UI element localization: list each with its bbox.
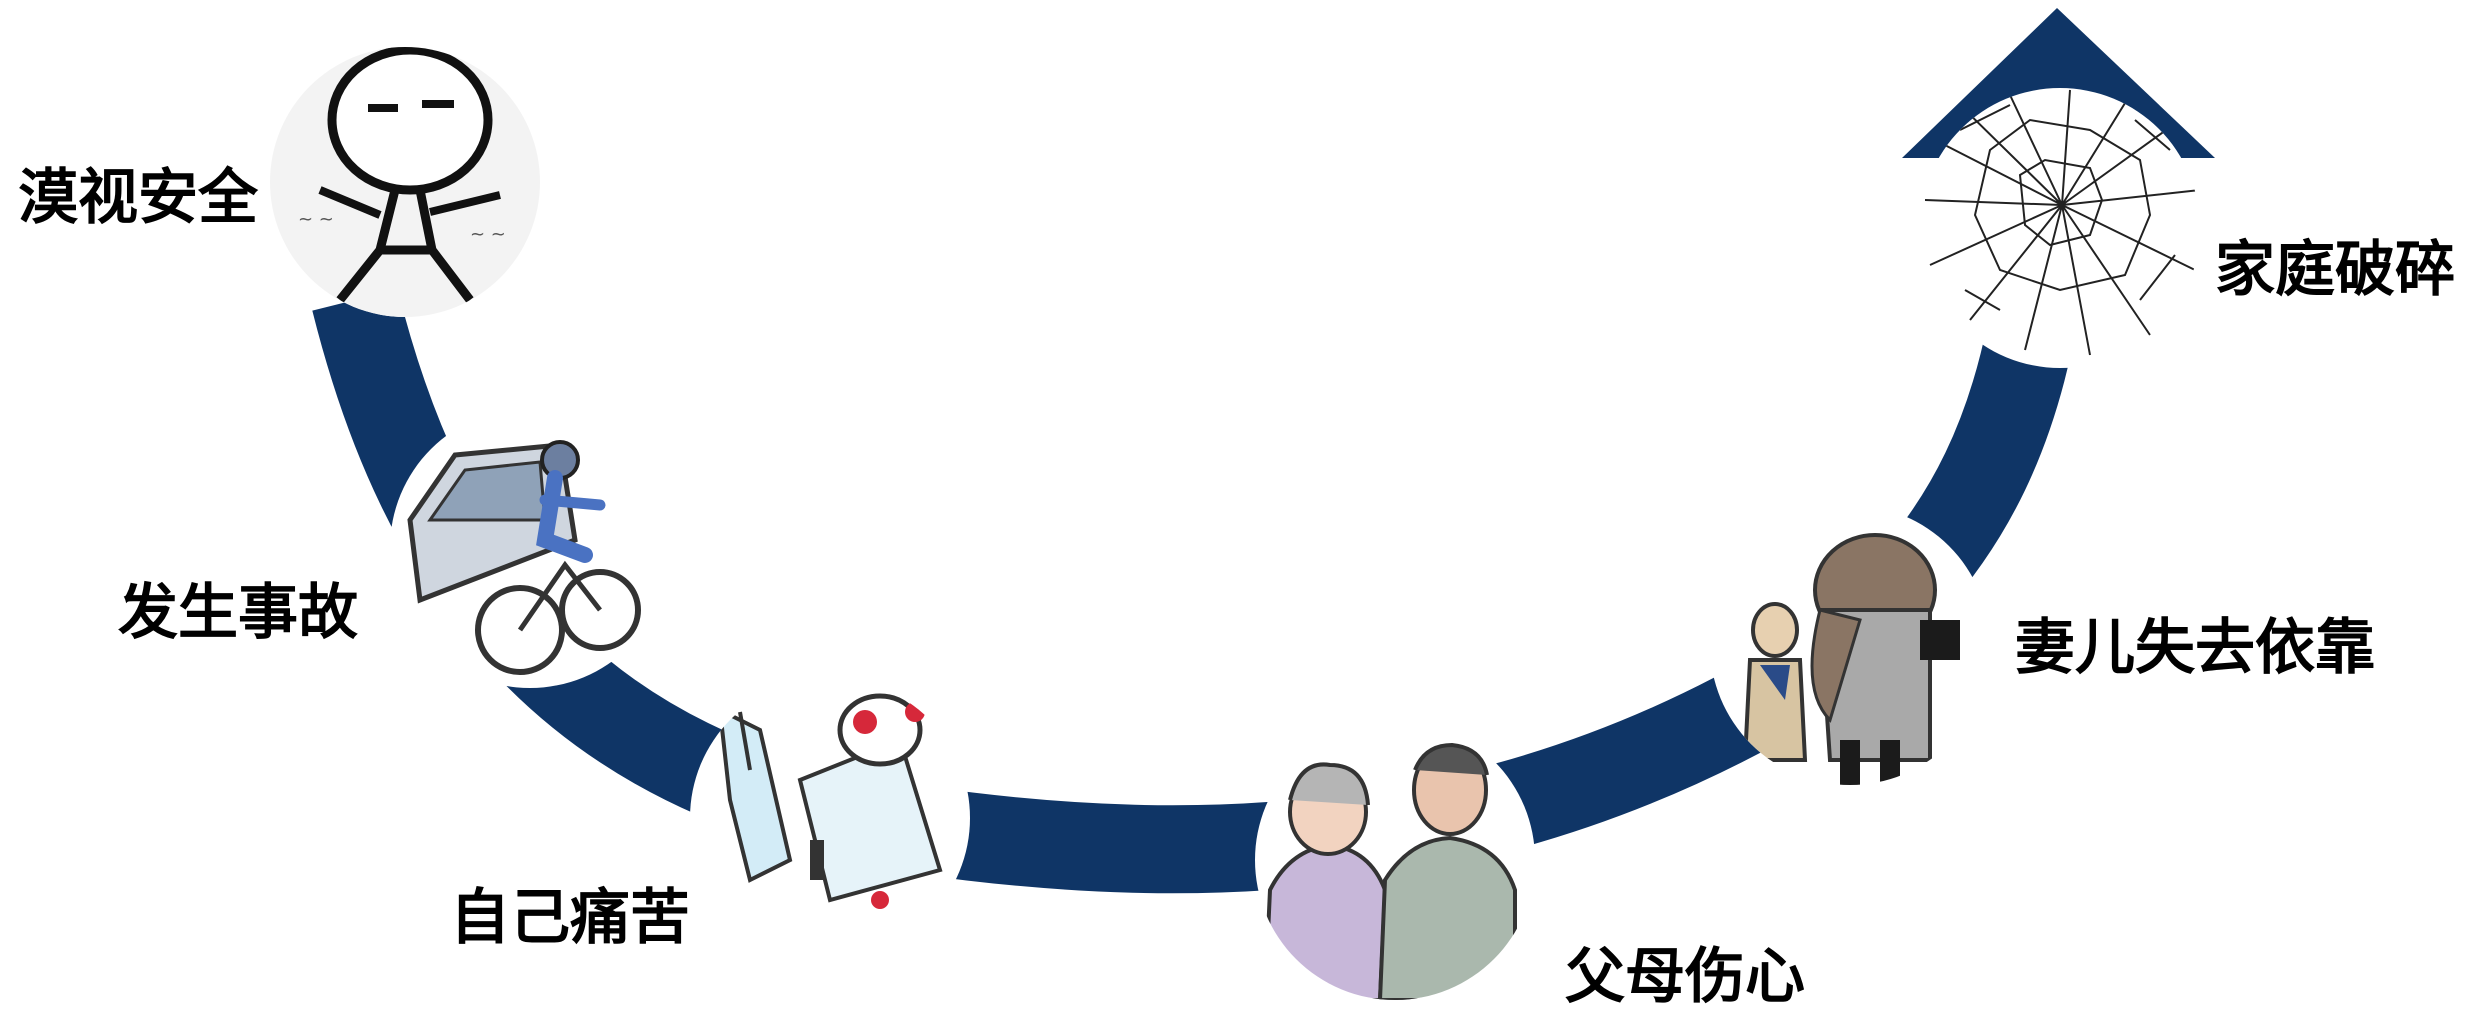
bicycle-car-accident-icon [407, 440, 641, 675]
stage-label-family: 妻儿失去依靠 [2015, 613, 2375, 683]
svg-text:~ ~: ~ ~ [470, 224, 506, 245]
stage-icon-broken-family [1920, 88, 2200, 368]
stage-label-indifference: 漠视安全 [18, 163, 258, 233]
stage-icon-indifference: ~ ~ ~ ~ [270, 47, 540, 317]
injured-patient-icon [717, 693, 943, 909]
stage-label-suffering: 自己痛苦 [450, 883, 690, 953]
shattered-glass-icon [1924, 89, 2200, 356]
stage-label-broken-family: 家庭破碎 [2215, 235, 2455, 305]
stage-label-parents: 父母伤心 [1565, 942, 1805, 1012]
stage-icon-suffering [690, 678, 970, 958]
stage-icon-accident [390, 408, 670, 688]
stage-icon-parents [1255, 720, 1535, 1000]
stage-icon-family [1710, 505, 1990, 785]
stick-figure-icon: ~ ~ ~ ~ [270, 47, 540, 317]
stage-label-accident: 发生事故 [118, 578, 358, 648]
wife-and-child-icon [1742, 533, 1960, 785]
svg-text:~ ~: ~ ~ [298, 209, 334, 230]
